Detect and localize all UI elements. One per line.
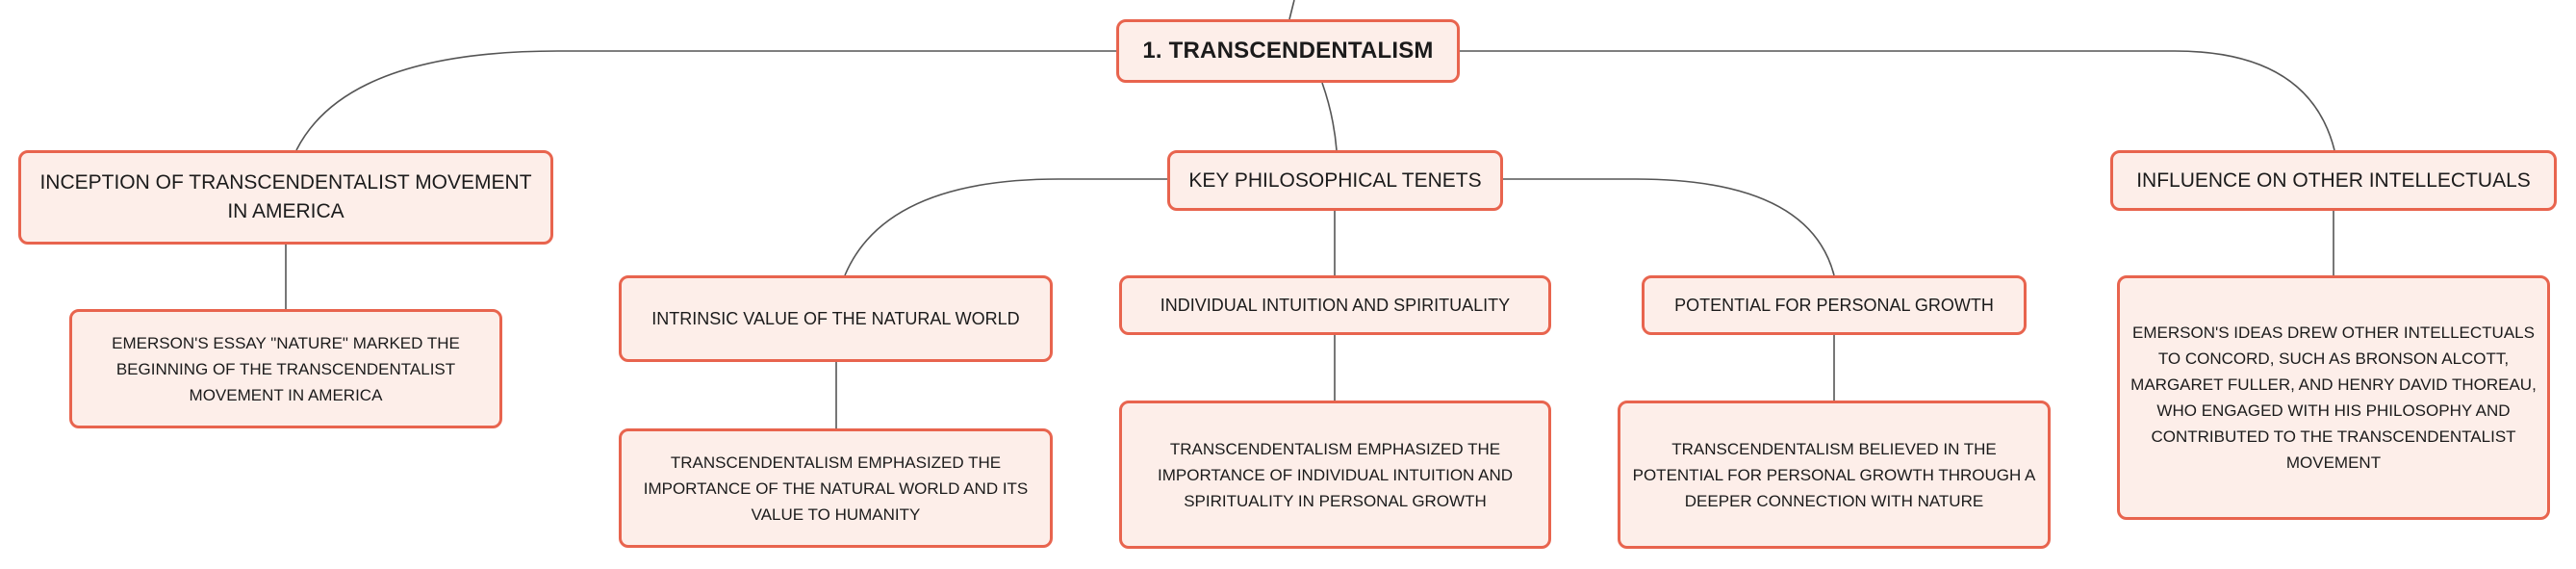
tenet-growth-node[interactable]: POTENTIAL FOR PERSONAL GROWTH — [1642, 275, 2027, 335]
influence-detail-node[interactable]: EMERSON'S IDEAS DREW OTHER INTELLECTUALS… — [2117, 275, 2550, 520]
inception-detail-text: EMERSON'S ESSAY "NATURE" MARKED THE BEGI… — [112, 333, 460, 404]
branch-influence-label: INFLUENCE ON OTHER INTELLECTUALS — [2136, 168, 2531, 192]
connector-tenets-intrinsic — [844, 178, 1167, 276]
tenet-growth-label: POTENTIAL FOR PERSONAL GROWTH — [1674, 296, 1994, 315]
tenet-intuition-label: INDIVIDUAL INTUITION AND SPIRITUALITY — [1160, 296, 1511, 315]
tenet-growth-detail-text: TRANSCENDENTALISM BELIEVED IN THE POTENT… — [1632, 439, 2036, 510]
tenet-intuition-node[interactable]: INDIVIDUAL INTUITION AND SPIRITUALITY — [1119, 275, 1551, 335]
connector-tenets-growth — [1503, 178, 1835, 276]
tenet-intuition-detail-node[interactable]: TRANSCENDENTALISM EMPHASIZED THE IMPORTA… — [1119, 401, 1551, 549]
connector-root-inception — [295, 50, 1116, 151]
tenet-intrinsic-node[interactable]: INTRINSIC VALUE OF THE NATURAL WORLD — [619, 275, 1053, 362]
branch-tenets-label: KEY PHILOSOPHICAL TENETS — [1188, 168, 1482, 192]
root-node[interactable]: 1. TRANSCENDENTALISM — [1116, 19, 1460, 83]
branch-tenets-node[interactable]: KEY PHILOSOPHICAL TENETS — [1167, 150, 1503, 211]
tenet-intrinsic-detail-text: TRANSCENDENTALISM EMPHASIZED THE IMPORTA… — [643, 453, 1029, 524]
tenet-growth-detail-node[interactable]: TRANSCENDENTALISM BELIEVED IN THE POTENT… — [1618, 401, 2051, 549]
inception-detail-node[interactable]: EMERSON'S ESSAY "NATURE" MARKED THE BEGI… — [69, 309, 502, 428]
tenet-intrinsic-detail-node[interactable]: TRANSCENDENTALISM EMPHASIZED THE IMPORTA… — [619, 428, 1053, 548]
branch-inception-node[interactable]: INCEPTION OF TRANSCENDENTALIST MOVEMENT … — [18, 150, 553, 245]
connector-root-tenets — [1321, 82, 1338, 151]
tenet-intuition-detail-text: TRANSCENDENTALISM EMPHASIZED THE IMPORTA… — [1158, 439, 1513, 510]
root-label: 1. TRANSCENDENTALISM — [1142, 38, 1434, 64]
connector-root-influence — [1460, 50, 2335, 151]
branch-influence-node[interactable]: INFLUENCE ON OTHER INTELLECTUALS — [2110, 150, 2557, 211]
tenet-intrinsic-label: INTRINSIC VALUE OF THE NATURAL WORLD — [651, 309, 1020, 328]
branch-inception-label: INCEPTION OF TRANSCENDENTALIST MOVEMENT … — [39, 171, 532, 222]
influence-detail-text: EMERSON'S IDEAS DREW OTHER INTELLECTUALS… — [2130, 323, 2537, 472]
connector-parent-root — [1288, 0, 1295, 20]
